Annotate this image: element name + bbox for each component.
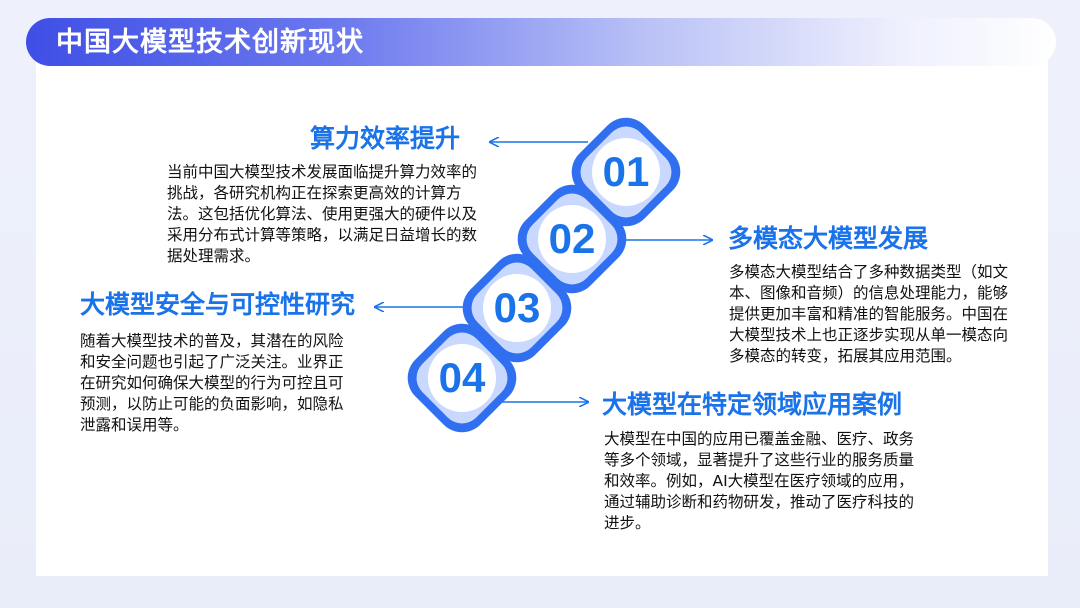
section-01-heading: 算力效率提升 (310, 124, 461, 153)
section-04-heading: 大模型在特定领域应用案例 (602, 390, 903, 419)
badge-number-01: 01 (602, 148, 650, 195)
badge-03 (462, 253, 572, 363)
page-title: 中国大模型技术创新现状 (56, 27, 364, 58)
badge-number-03: 03 (493, 284, 541, 331)
title-bar (26, 18, 1056, 66)
section-03-heading: 大模型安全与可控性研究 (80, 290, 356, 319)
section-03-text: 随着大模型技术的普及，其潜在的风险和安全问题也引起了广泛关注。业界正在研究如何确… (80, 332, 344, 434)
badge-01 (571, 117, 681, 227)
section-02-heading: 多模态大模型发展 (728, 224, 929, 253)
badge-04 (407, 323, 517, 433)
section-04-text: 大模型在中国的应用已覆盖金融、医疗、政务等多个领域，显著提升了这些行业的服务质量… (604, 430, 915, 532)
section-02-text: 多模态大模型结合了多种数据类型（如文本、图像和音频）的信息处理能力，能够提供更加… (729, 263, 1009, 365)
badge-number-02: 02 (548, 215, 596, 262)
badge-number-04: 04 (438, 354, 486, 401)
section-01-text: 当前中国大模型技术发展面临提升算力效率的挑战，各研究机构正在探索更高效的计算方法… (167, 163, 478, 265)
badge-02 (517, 184, 627, 294)
